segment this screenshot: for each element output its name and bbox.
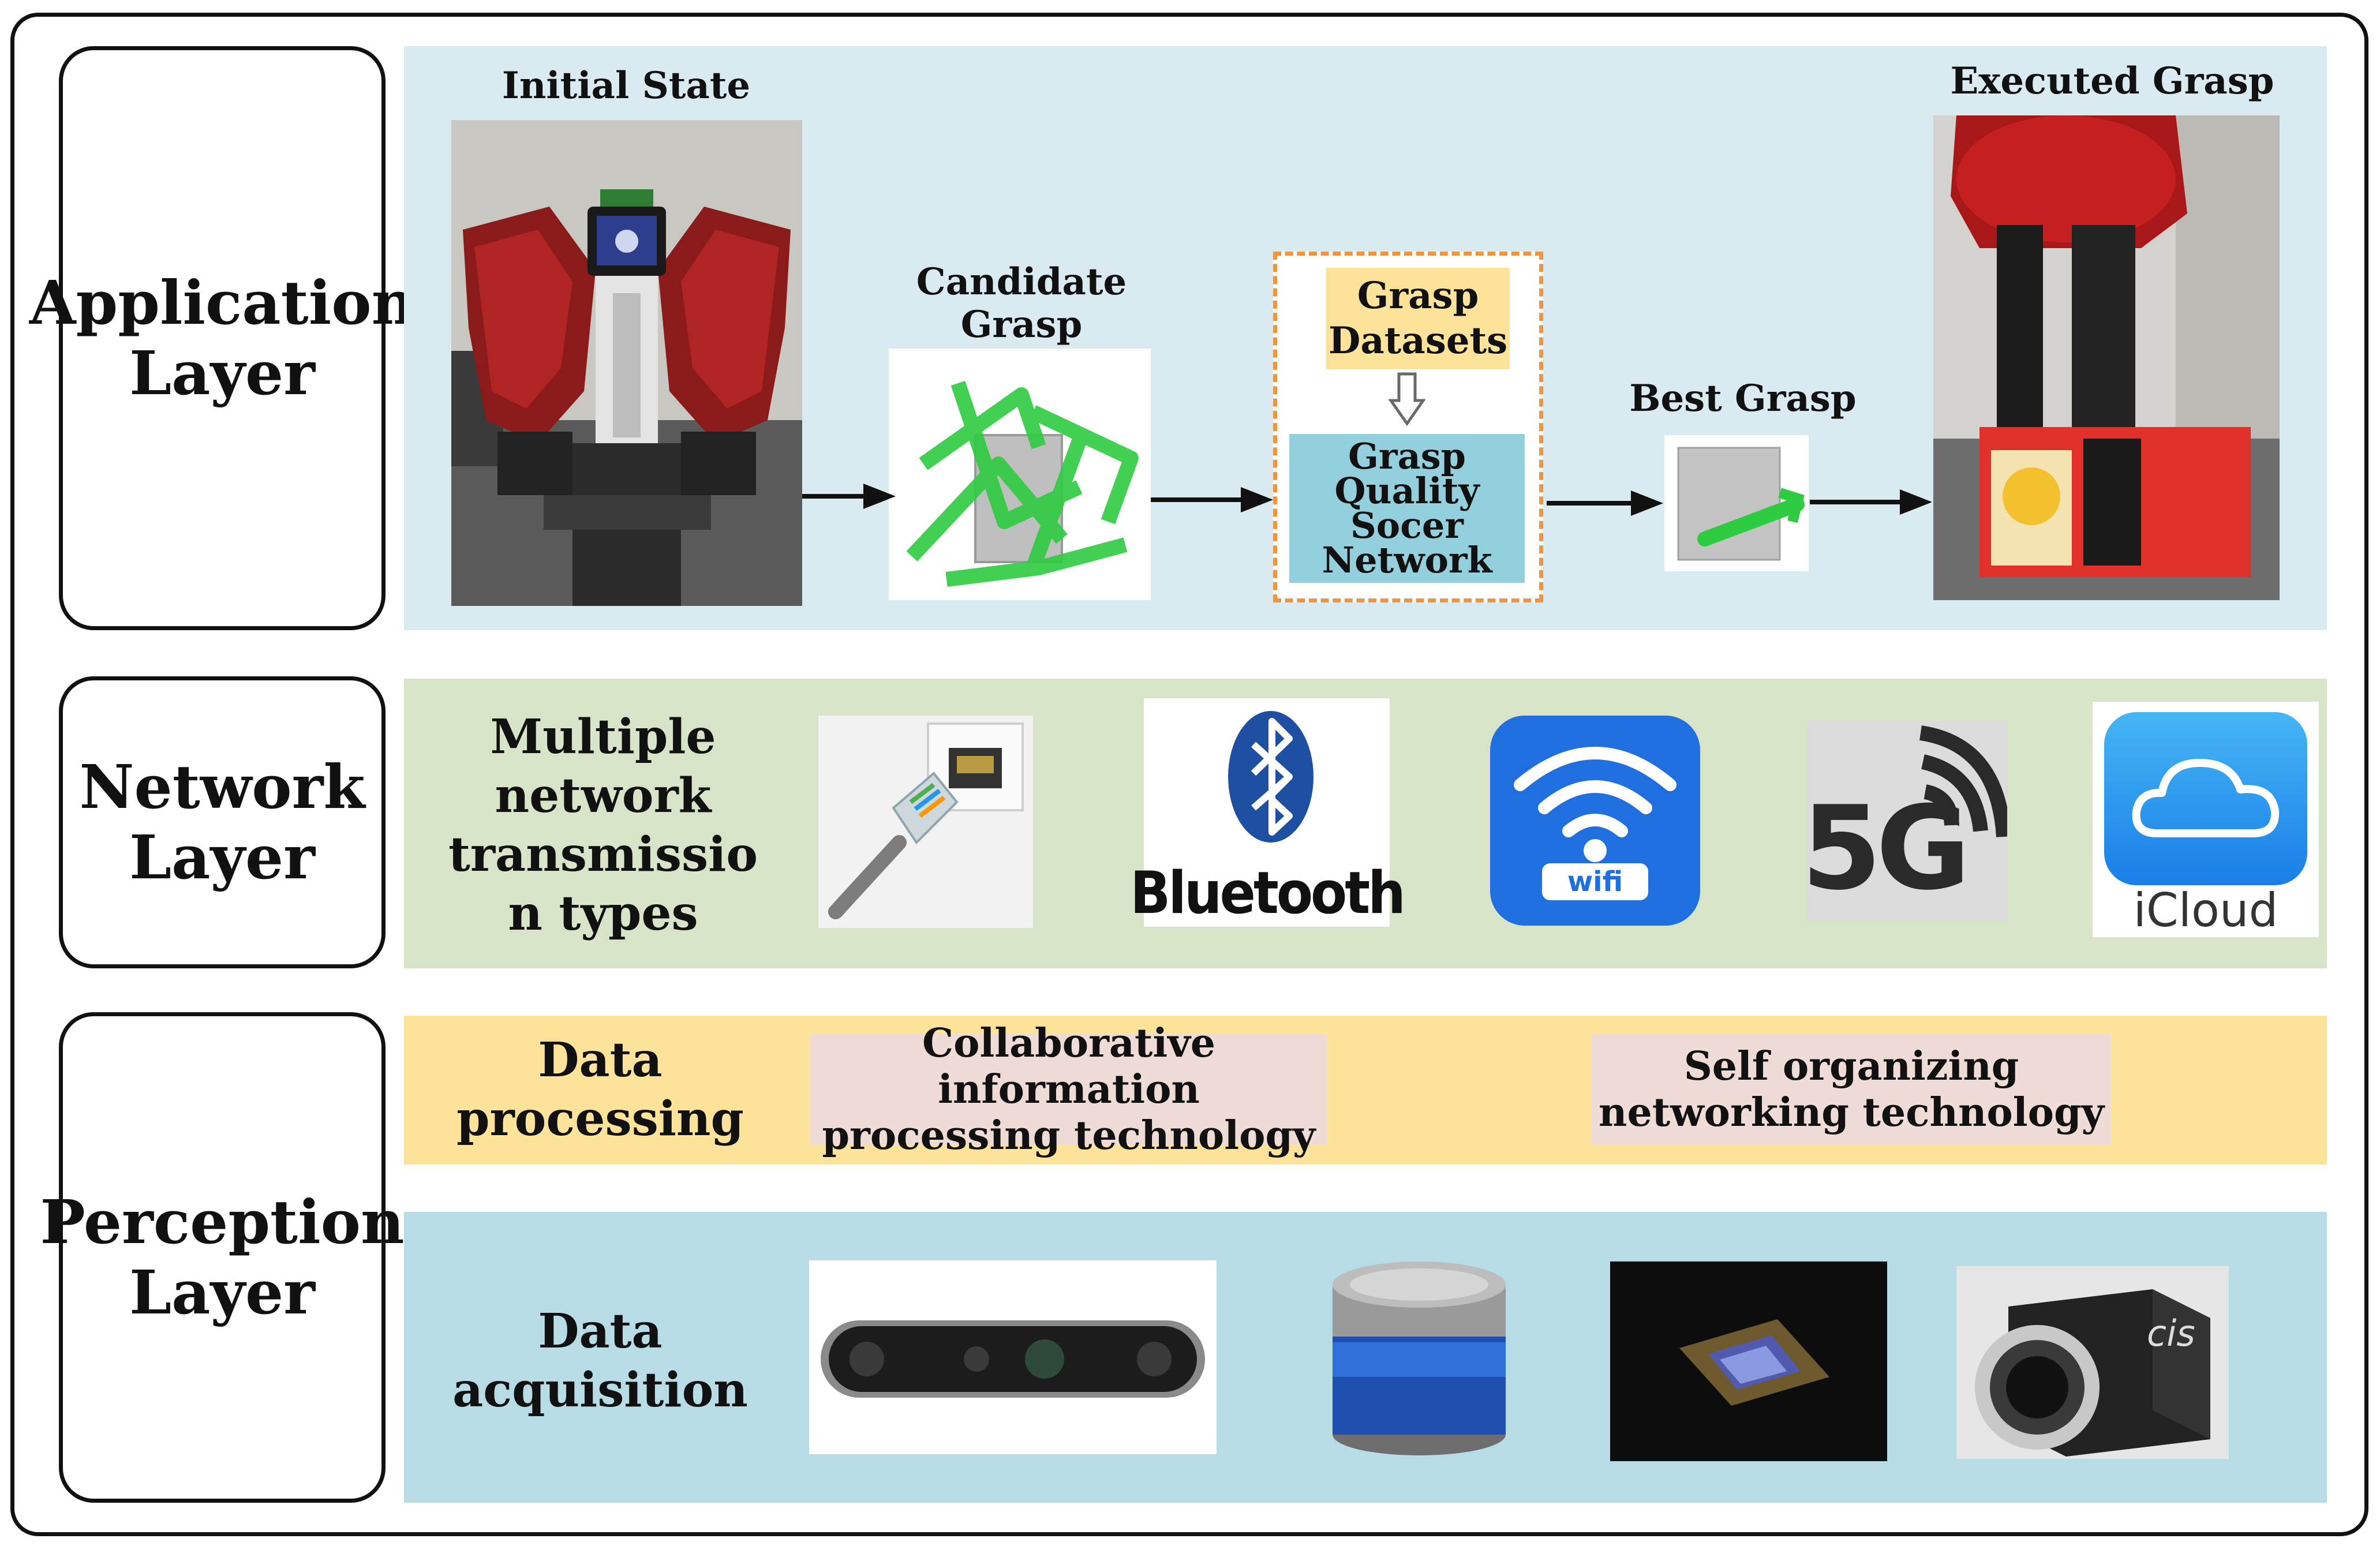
network-types-label: Multiple network transmissio n types	[448, 709, 758, 941]
gqsn-label: Grasp Quality Socer Network	[1322, 435, 1492, 581]
initial-state-caption: Initial State	[502, 64, 751, 107]
datasets-down-arrow	[1389, 372, 1425, 426]
perception-layer-box: Perception Layer	[40, 1012, 405, 1503]
icloud-icon: iCloud	[2093, 702, 2319, 937]
industrial-camera-image: cis	[1956, 1266, 2229, 1459]
candidate-grasp-caption: Candidate Grasp	[916, 260, 1127, 346]
lidar-sensor-image	[1319, 1250, 1519, 1459]
application-layer-box: Application Layer	[29, 46, 415, 630]
icloud-label: iCloud	[2133, 883, 2278, 937]
data-acquisition-label: Data acquisition	[452, 1304, 748, 1418]
grasp-datasets-box: Grasp Datasets	[1326, 268, 1510, 369]
arrow-gqsn-to-best	[1547, 491, 1663, 516]
application-layer-title: Application Layer	[29, 267, 416, 409]
network-layer-box: Network Layer	[59, 676, 386, 968]
best-grasp-caption: Best Grasp	[1629, 377, 1857, 420]
diagram-frame	[10, 13, 2368, 1536]
camera-brand-logo: cis	[2147, 1312, 2195, 1354]
wifi-icon: wifi	[1490, 716, 1700, 926]
wifi-label: wifi	[1567, 866, 1623, 898]
gqsn-box: Grasp Quality Socer Network	[1289, 434, 1525, 583]
candidate-grasp-image	[889, 349, 1151, 600]
best-grasp-image	[1664, 435, 1809, 571]
arrow-best-to-executed	[1810, 489, 1932, 515]
robot-initial-state-image	[451, 120, 802, 606]
bluetooth-wordmark: Bluetooth	[1130, 859, 1405, 927]
image-sensor-chip-image	[1610, 1261, 1887, 1461]
network-layer-title: Network Layer	[79, 751, 365, 893]
collaborative-info-tech-label: Collaborative information processing tec…	[822, 1020, 1316, 1159]
ethernet-icon	[818, 716, 1033, 928]
arrow-initial-to-candidate	[802, 484, 896, 509]
perception-layer-title: Perception Layer	[40, 1186, 405, 1328]
self-organizing-tech-box: Self organizing networking technology	[1592, 1034, 2111, 1145]
executed-grasp-image	[1933, 115, 2280, 600]
arrow-candidate-to-gqsn	[1151, 487, 1273, 512]
5g-label: 5G	[1808, 781, 1971, 916]
self-organizing-tech-label: Self organizing networking technology	[1599, 1043, 2104, 1136]
icloud-badge	[2104, 712, 2307, 885]
data-processing-label: Data processing	[456, 1032, 744, 1147]
collaborative-info-tech-box: Collaborative information processing tec…	[810, 1020, 1327, 1159]
5g-icon: 5G	[1808, 721, 2007, 921]
bluetooth-icon	[1144, 698, 1390, 927]
executed-grasp-caption: Executed Grasp	[1950, 59, 2274, 103]
depth-camera-image	[809, 1260, 1217, 1454]
grasp-datasets-label: Grasp Datasets	[1328, 274, 1508, 362]
